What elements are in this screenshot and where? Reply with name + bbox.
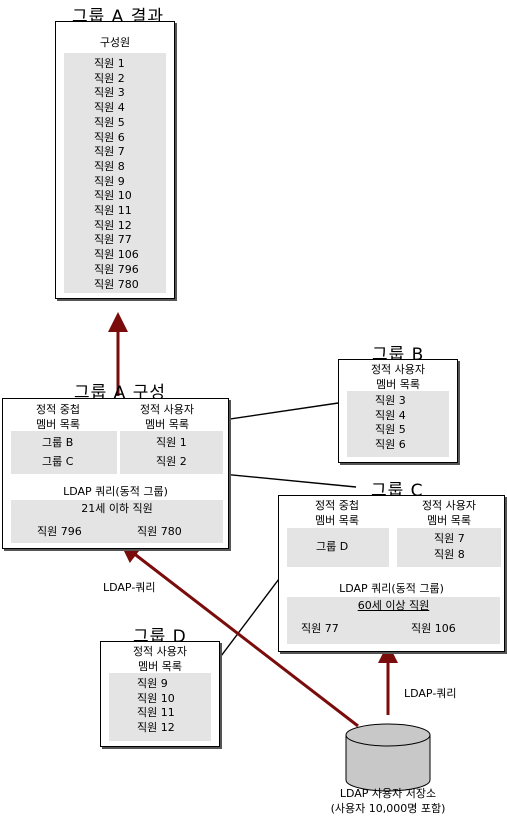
groupB-user-item: 직원 5 <box>375 423 406 437</box>
groupA-user-header: 정적 사용자 멤버 목록 <box>139 403 195 431</box>
groupA-box: 정적 중첩 멤버 목록 정적 사용자 멤버 목록 그룹 B 그룹 C 직원 1 … <box>2 398 229 549</box>
ldap-query-label-right: LDAP-쿼리 <box>404 687 457 700</box>
groupB-user-item: 직원 4 <box>375 408 406 422</box>
result-member-item: 직원 11 <box>94 204 132 218</box>
database-icon <box>345 723 431 792</box>
groupC-query-header: LDAP 쿼리(동적 그룹) <box>339 582 444 595</box>
result-member-item: 직원 9 <box>94 174 125 188</box>
store-label: LDAP 사용자 저장소 <box>339 787 437 800</box>
groupC-query-panel: 60세 이상 직원 직원 77 직원 106 <box>287 597 500 644</box>
groupA-nested-header: 정적 중첩 멤버 목록 <box>36 403 80 431</box>
groupA-nested-item: 그룹 B <box>42 436 74 449</box>
groupA-user-item: 직원 1 <box>156 436 187 449</box>
groupC-user-item: 직원 8 <box>434 548 465 561</box>
groupC-user-item: 직원 7 <box>434 532 465 545</box>
result-member-item: 직원 8 <box>94 159 125 173</box>
groupD-header: 정적 사용자 멤버 목록 <box>132 645 188 673</box>
result-member-item: 직원 4 <box>94 101 125 115</box>
ldap-query-label-left: LDAP-쿼리 <box>103 581 156 594</box>
groupD-user-item: 직원 12 <box>137 721 175 735</box>
groupA-user-item: 직원 2 <box>156 455 187 468</box>
groupC-query-result: 직원 77 <box>301 622 339 635</box>
result-member-item: 직원 10 <box>94 189 132 203</box>
groupA-query-panel: 21세 이하 직원 직원 796 직원 780 <box>11 500 223 543</box>
result-member-item: 직원 12 <box>94 218 132 232</box>
groupC-query-text: 60세 이상 직원 <box>357 599 430 612</box>
groupB-user-item: 직원 6 <box>375 438 406 452</box>
groupB-header: 정적 사용자 멤버 목록 <box>370 363 426 391</box>
groupA-query-text: 21세 이하 직원 <box>81 502 153 515</box>
result-member-item: 직원 3 <box>94 86 125 100</box>
groupC-nested-item: 그룹 D <box>316 540 349 553</box>
groupC-user-list: 직원 7 직원 8 <box>397 528 501 567</box>
groupD-user-item: 직원 11 <box>137 706 175 720</box>
groupD-user-item: 직원 9 <box>137 677 168 690</box>
result-member-item: 직원 1 <box>94 57 125 70</box>
groupC-nested-header: 정적 중첩 멤버 목록 <box>315 499 359 527</box>
groupA-nested-list: 그룹 B 그룹 C <box>11 431 117 474</box>
groupC-user-header: 정적 사용자 멤버 목록 <box>421 499 477 527</box>
groupA-query-header: LDAP 쿼리(동적 그룹) <box>63 485 168 498</box>
result-member-item: 직원 780 <box>94 277 139 291</box>
result-member-item: 직원 7 <box>94 145 125 159</box>
result-member-item: 직원 2 <box>94 71 125 85</box>
groupC-query-result: 직원 106 <box>411 622 456 635</box>
result-member-item: 직원 5 <box>94 115 125 129</box>
result-member-item: 직원 106 <box>94 248 139 262</box>
groupD-user-item: 직원 10 <box>137 691 175 705</box>
groupA-query-result: 직원 796 <box>37 525 82 538</box>
groupC-box: 정적 중첩 멤버 목록 정적 사용자 멤버 목록 그룹 D 직원 7 직원 8 … <box>278 495 505 652</box>
store-sublabel: (사용자 10,000명 포함) <box>330 802 446 815</box>
result-member-item: 직원 77 <box>94 233 132 247</box>
result-member-item: 직원 6 <box>94 130 125 144</box>
groupB-user-item: 직원 3 <box>375 394 406 407</box>
groupA-nested-item: 그룹 C <box>42 455 74 468</box>
groupA-user-list: 직원 1 직원 2 <box>120 431 223 474</box>
groupA-result-header: 구성원 <box>99 36 131 49</box>
groupC-nested-list: 그룹 D <box>287 528 389 567</box>
result-member-item: 직원 796 <box>94 262 139 276</box>
groupA-query-result: 직원 780 <box>137 525 182 538</box>
arrow-store-to-groupA-query <box>120 542 359 728</box>
